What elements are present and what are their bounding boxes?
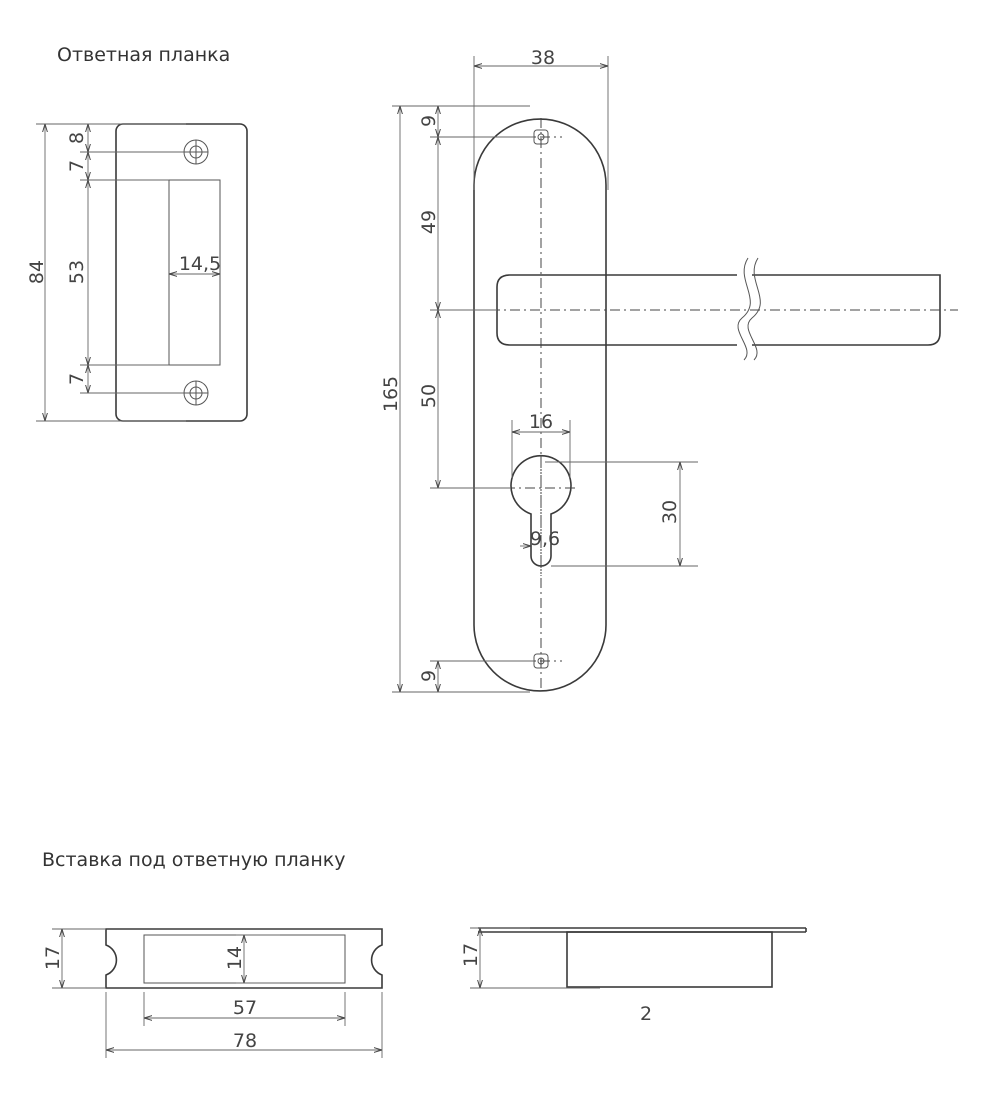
dim-plate-height: 165	[380, 376, 402, 412]
dim-cylinder-width: 16	[529, 411, 553, 433]
side-view: 17 2	[460, 927, 807, 1025]
dim-insert-inner-width: 57	[233, 997, 257, 1019]
dim-cylinder-offset: 50	[418, 384, 440, 408]
strike-plate: 84 8 7 53 7 14,5	[26, 123, 248, 422]
dim-side-height: 17	[460, 943, 482, 967]
dim-strike-slot-height: 53	[66, 260, 88, 284]
strike-plate-caption: Ответная планка	[57, 44, 231, 66]
dim-strike-top: 8	[66, 132, 88, 144]
dim-insert-inner-height: 14	[224, 946, 246, 970]
dim-strike-upper-gap: 7	[66, 160, 88, 172]
dim-strike-height: 84	[26, 260, 48, 284]
insert-outline	[105, 928, 383, 989]
dim-plate-width: 38	[531, 47, 555, 69]
handle-lever	[430, 257, 958, 361]
dim-cylinder-neck: 9,6	[530, 528, 560, 550]
handle-plate: 38 9 49 165 50 16 30 9,6 9	[380, 47, 958, 693]
dim-insert-width: 78	[233, 1030, 257, 1052]
insert-caption: Вставка под ответную планку	[42, 849, 346, 871]
strike-insert: 17 14 57 78	[42, 928, 383, 1058]
dim-cylinder-height: 30	[659, 500, 681, 524]
side-view-body	[566, 931, 773, 988]
dim-strike-lower-gap: 7	[66, 373, 88, 385]
dim-insert-height: 17	[42, 946, 64, 970]
strike-screw-hole-bottom	[183, 380, 209, 406]
dim-strike-slot-width: 14,5	[179, 253, 221, 275]
cylinder-hole	[505, 455, 578, 576]
dim-plate-top-hole: 9	[418, 115, 440, 127]
handle-plate-outline	[473, 118, 607, 692]
dim-handle-offset: 49	[418, 210, 440, 234]
dim-plate-bottom-hole: 9	[418, 670, 440, 682]
strike-screw-hole-top	[183, 139, 209, 165]
dim-side-thickness: 2	[640, 1003, 652, 1025]
